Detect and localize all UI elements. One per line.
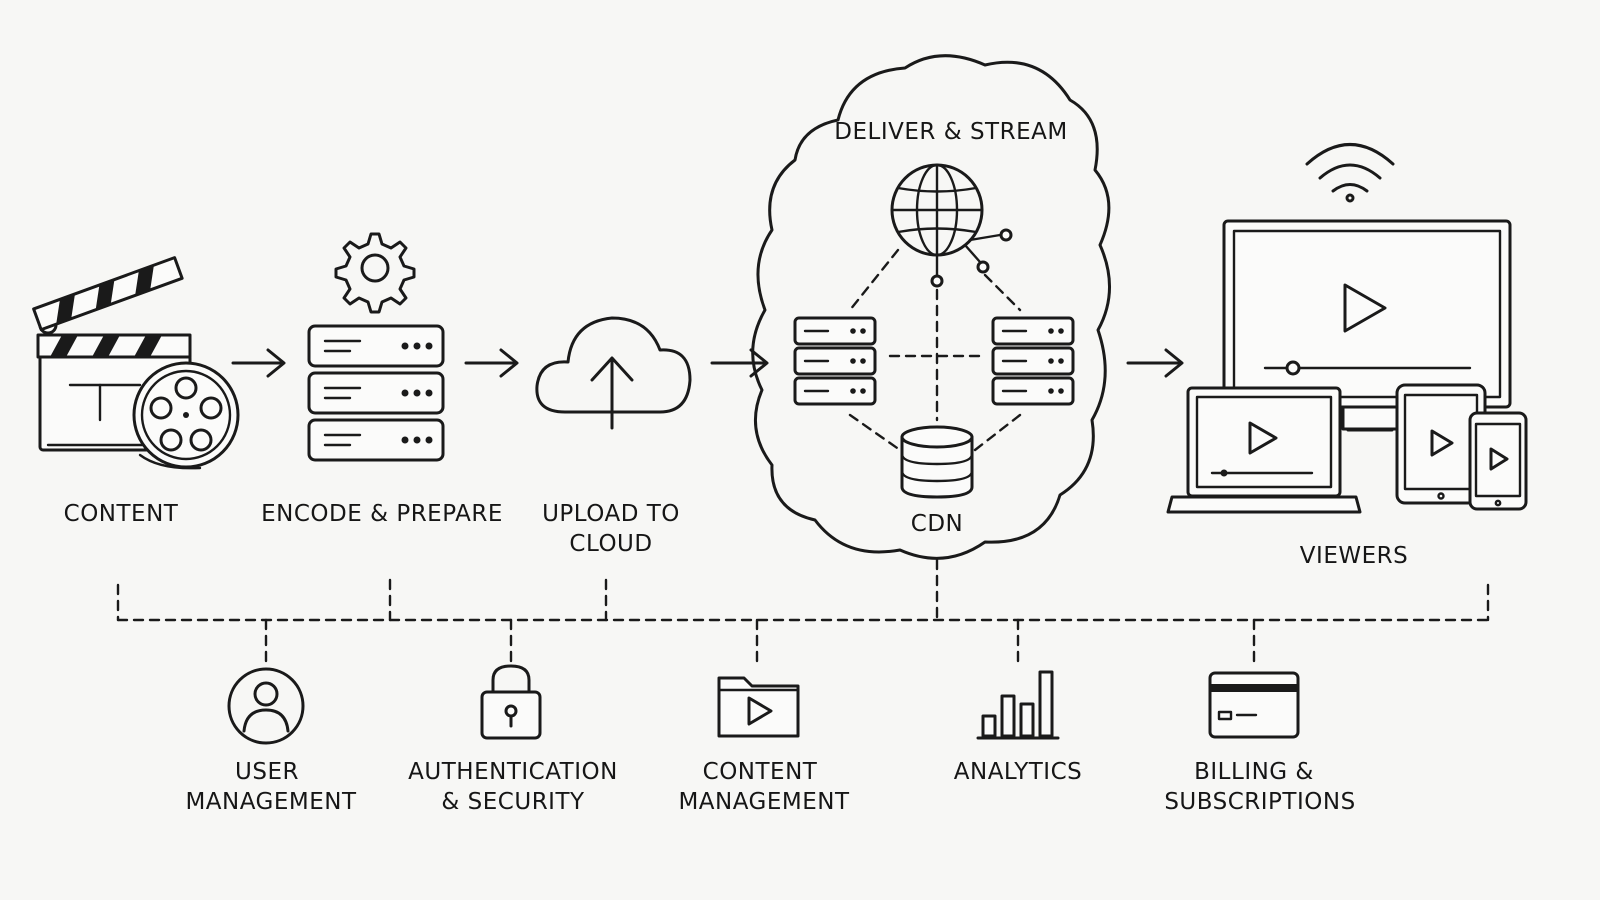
auth-security-line2: & SECURITY <box>441 789 585 815</box>
play-icon <box>1430 429 1454 457</box>
cdn-label: CDN <box>910 511 964 537</box>
viewers-label: VIEWERS <box>1299 543 1409 569</box>
laptop-icon <box>1166 386 1362 514</box>
service-bus <box>116 558 1490 664</box>
flow-arrow <box>710 348 769 378</box>
encode-label: ENCODE & PREPARE <box>261 501 503 527</box>
play-icon <box>1343 283 1387 333</box>
flow-arrow <box>464 348 519 378</box>
wifi-icon <box>1305 143 1395 203</box>
network-links <box>848 248 1022 452</box>
lock-icon <box>480 664 542 740</box>
play-icon <box>1248 421 1278 455</box>
billing-line2: SUBSCRIPTIONS <box>1164 789 1356 815</box>
monitor-icon <box>1222 219 1512 432</box>
content-management-line2: MANAGEMENT <box>678 789 850 815</box>
bar-chart-icon <box>976 670 1060 740</box>
flow-arrow <box>231 348 286 378</box>
flow-arrow <box>1126 348 1184 378</box>
gear-icon <box>334 232 416 314</box>
deliver-label: DELIVER & STREAM <box>834 119 1068 145</box>
user-icon <box>227 667 305 745</box>
server-icon <box>991 316 1075 406</box>
content-label: CONTENT <box>63 501 179 527</box>
video-folder-icon <box>717 676 800 738</box>
user-management-line1: USER <box>235 759 299 785</box>
user-management-line2: MANAGEMENT <box>185 789 357 815</box>
content-management-line1: CONTENT <box>702 759 818 785</box>
play-icon <box>1489 447 1509 471</box>
upload-label-line1: UPLOAD TO <box>542 501 680 527</box>
phone-icon <box>1468 411 1528 511</box>
cloud-icon <box>751 54 1111 560</box>
billing-line1: BILLING & <box>1194 759 1314 785</box>
credit-card-icon <box>1208 671 1300 739</box>
analytics-label: ANALYTICS <box>953 759 1083 785</box>
film-reel-icon <box>132 361 240 470</box>
server-stack-icon <box>307 324 445 462</box>
globe-icon <box>890 163 1013 288</box>
upload-label-line2: CLOUD <box>569 531 653 557</box>
cloud-upload-icon <box>535 316 692 430</box>
database-icon <box>900 425 974 499</box>
server-icon <box>793 316 877 406</box>
auth-security-line1: AUTHENTICATION <box>408 759 618 785</box>
